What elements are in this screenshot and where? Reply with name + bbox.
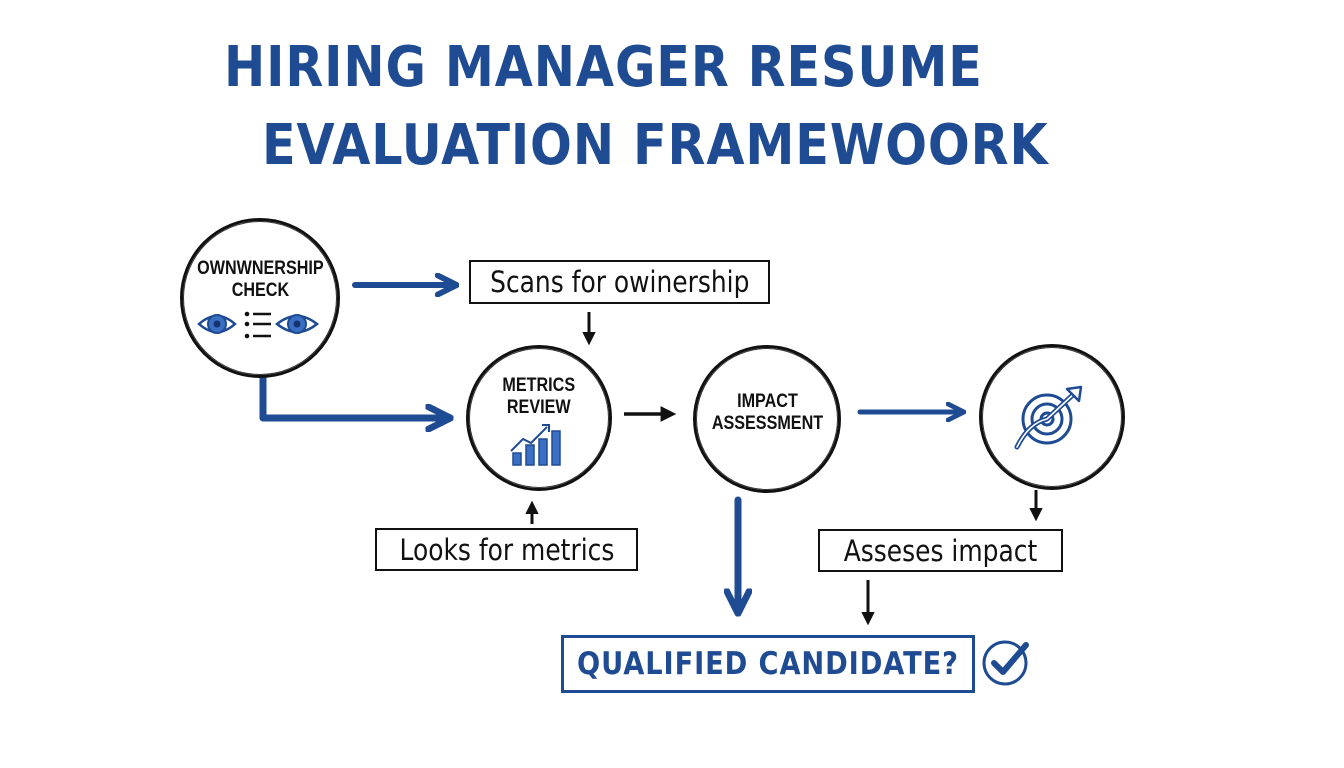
node-metrics-label-1: METRICS xyxy=(502,375,576,397)
diagram-title-line-2: EVALUATION FRAMEWOORK xyxy=(262,113,1049,178)
node-impact-label-1: IMPACT xyxy=(736,391,798,413)
eyes-list-icon xyxy=(197,311,320,339)
annotation-asseses-impact: Asseses impact xyxy=(818,529,1063,572)
outcome-qualified-candidate[interactable]: QUALIFIED CANDIDATE? xyxy=(561,635,975,693)
annotation-looks-for-metrics: Looks for metrics xyxy=(375,528,638,571)
node-impact-assessment[interactable]: IMPACT ASSESSMENT xyxy=(693,345,841,493)
annotation-scans-for-ownership: Scans for owinership xyxy=(469,260,770,304)
node-ownership-label-2: CHECK xyxy=(231,280,289,301)
outcome-label: QUALIFIED CANDIDATE? xyxy=(577,646,959,682)
diagram-title-line-1: HIRING MANAGER RESUME xyxy=(224,35,983,100)
node-impact-label-2: ASSESSMENT xyxy=(711,413,823,434)
check-circle-icon xyxy=(982,640,1029,686)
annotation-asseses-text: Asseses impact xyxy=(843,533,1038,568)
annotation-looks-text: Looks for metrics xyxy=(399,532,614,567)
annotation-scans-text: Scans for owinership xyxy=(489,265,750,299)
node-metrics-label-2: REVIEW xyxy=(507,397,571,418)
arrow-ownership-to-metrics xyxy=(259,373,445,418)
node-ownership-label-1: OWNWNERSHIP xyxy=(196,258,324,280)
target-arrow-icon xyxy=(1014,385,1083,450)
node-target-growth[interactable] xyxy=(979,344,1125,490)
bar-chart-growth-icon xyxy=(510,423,561,466)
node-ownership-check[interactable]: OWNWNERSHIP CHECK xyxy=(180,218,340,378)
node-metrics-review[interactable]: METRICS REVIEW xyxy=(466,345,612,491)
